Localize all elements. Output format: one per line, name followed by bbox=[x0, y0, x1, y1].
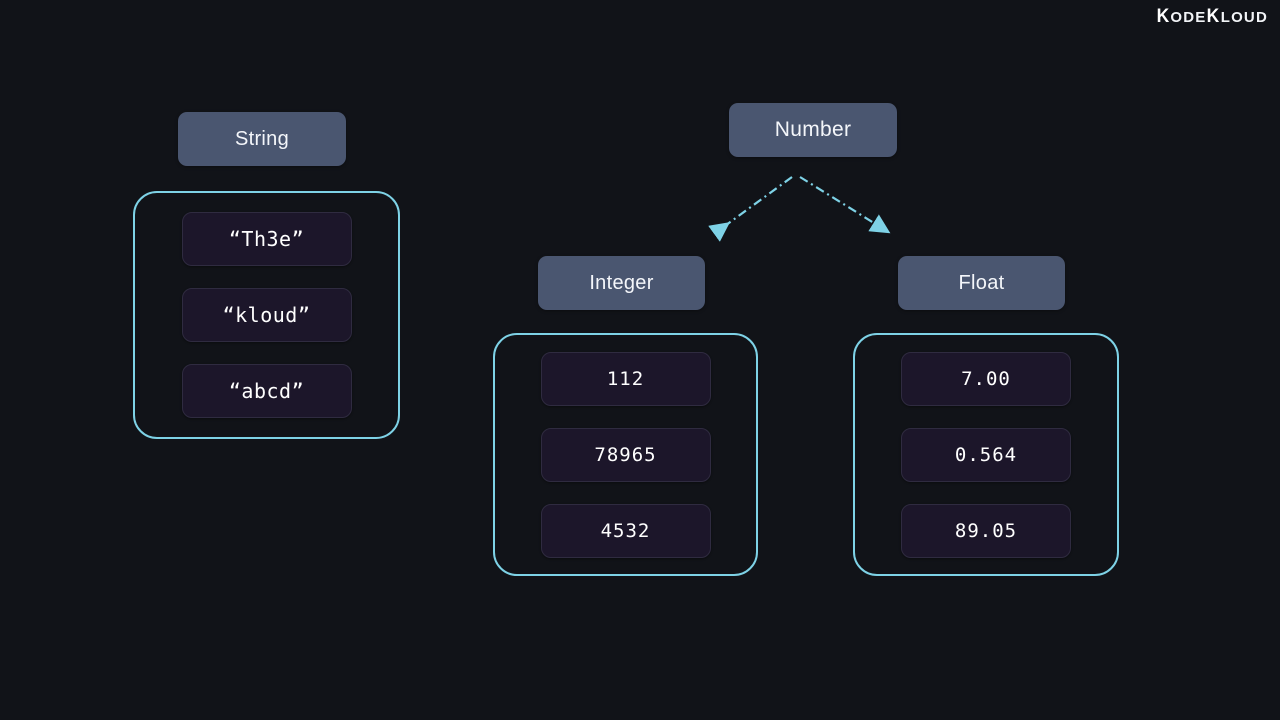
node-header-string-label: String bbox=[234, 127, 290, 150]
value-group-string: “Th3e” “kloud” “abcd” bbox=[133, 191, 400, 439]
node-header-integer-label: Integer bbox=[589, 271, 654, 294]
value-group-float: 7.00 0.564 89.05 bbox=[853, 333, 1119, 576]
edge-number-to-float bbox=[799, 176, 891, 234]
value-item-string-1: “Th3e” bbox=[181, 212, 352, 266]
node-header-integer[interactable]: Integer bbox=[538, 256, 705, 310]
value-item-float-3: 89.05 bbox=[901, 503, 1071, 558]
logo-k-glyph-first: K bbox=[1156, 6, 1170, 27]
node-header-string[interactable]: String bbox=[178, 112, 346, 166]
value-item-string-2: “kloud” bbox=[181, 288, 352, 342]
value-item-float-1: 7.00 bbox=[901, 351, 1071, 406]
node-header-number-label: Number bbox=[774, 118, 852, 141]
logo-k-glyph-second: K bbox=[1207, 6, 1221, 27]
node-header-float[interactable]: Float bbox=[898, 256, 1065, 310]
value-item-integer-1: 112 bbox=[540, 351, 711, 406]
logo-text-second: LOUD bbox=[1220, 8, 1268, 26]
node-header-number[interactable]: Number bbox=[729, 103, 897, 157]
node-header-float-label: Float bbox=[958, 271, 1005, 294]
value-item-integer-2: 78965 bbox=[540, 427, 711, 482]
value-item-float-2: 0.564 bbox=[901, 427, 1071, 482]
value-item-string-3: “abcd” bbox=[181, 364, 352, 418]
value-item-integer-3: 4532 bbox=[540, 503, 711, 558]
logo-text-first: ODE bbox=[1170, 8, 1207, 26]
value-group-integer: 112 78965 4532 bbox=[493, 333, 758, 576]
edge-number-to-integer bbox=[708, 176, 793, 242]
